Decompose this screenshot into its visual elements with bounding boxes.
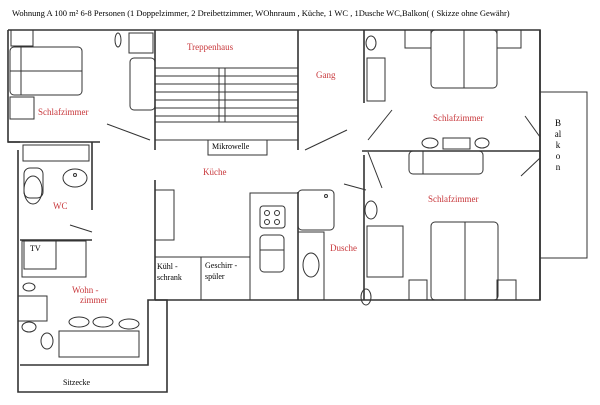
label-tv: TV	[30, 244, 41, 253]
left-bedroom-furniture	[9, 29, 156, 162]
right-bedroom-furniture	[365, 29, 522, 301]
staircase	[154, 67, 299, 141]
wc-fixtures	[23, 167, 88, 205]
room-label-dusche: Dusche	[330, 243, 357, 253]
room-label-balkon: Balkon	[554, 118, 562, 172]
room-label-schlafzimmer-bottom-right: Schlafzimmer	[428, 194, 479, 204]
room-label-wc: WC	[53, 201, 68, 211]
kitchen-furniture	[154, 139, 299, 301]
living-room-furniture	[17, 240, 140, 358]
room-label-schlafzimmer-left: Schlafzimmer	[38, 107, 89, 117]
label-kuehlschrank-2: schrank	[157, 273, 182, 282]
label-sitzecke: Sitzecke	[63, 378, 91, 387]
shower-fixtures	[297, 189, 404, 306]
room-label-kueche: Küche	[203, 167, 227, 177]
room-label-wohnzimmer-2: zimmer	[80, 295, 108, 305]
room-label-treppenhaus: Treppenhaus	[187, 42, 234, 52]
doors	[69, 109, 541, 233]
room-label-schlafzimmer-top-right: Schlafzimmer	[433, 113, 484, 123]
label-mikrowelle: Mikrowelle	[212, 142, 250, 151]
room-label-gang: Gang	[316, 70, 336, 80]
label-kuehlschrank-1: Kühl -	[157, 262, 178, 271]
room-label-wohnzimmer-1: Wohn -	[72, 285, 99, 295]
label-geschirrspueler-2: spüler	[205, 272, 225, 281]
label-geschirrspueler-1: Geschirr -	[205, 261, 238, 270]
plan-title: Wohnung A 100 m² 6-8 Personen (1 Doppelz…	[12, 8, 510, 18]
balcony	[539, 91, 588, 259]
